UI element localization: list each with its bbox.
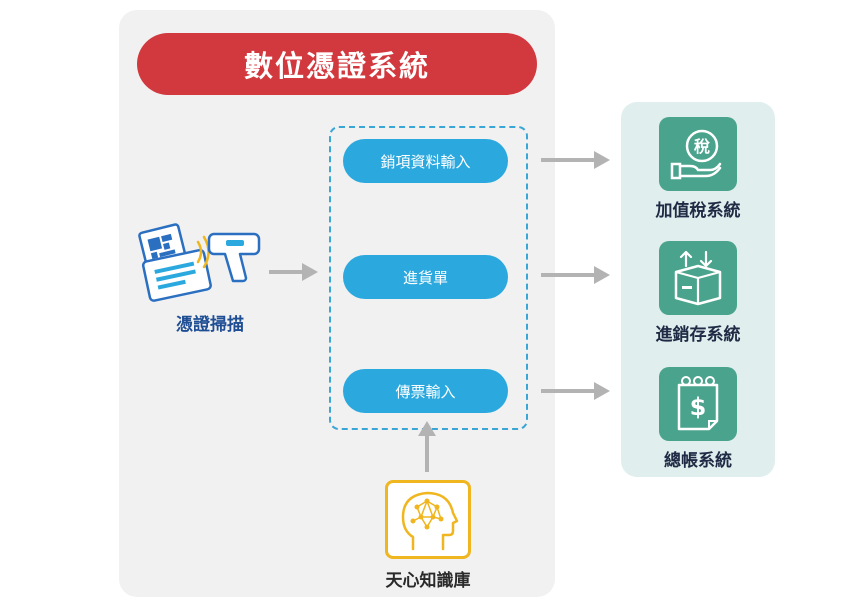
arrow-kb-to-process [425,434,429,472]
document-scanner-icon [134,214,264,306]
page-title: 數位憑證系統 [137,33,537,95]
tax-badge: 稅 [694,137,710,156]
process-item-purchase-order[interactable]: 進貨單 [343,255,508,299]
arrow-sales-to-tax-head [594,151,610,169]
arrow-scan-to-process [269,270,303,274]
arrow-purchase-to-inventory [541,273,595,277]
svg-text:$: $ [690,393,707,421]
arrow-voucher-to-ledger-head [594,382,610,400]
tax-hand-icon: 稅 [659,117,737,191]
system-label-inventory[interactable]: 進銷存系統 [655,325,741,345]
arrow-voucher-to-ledger [541,389,595,393]
brain-head-icon[interactable] [385,480,471,559]
arrow-scan-to-process-head [302,263,318,281]
arrow-sales-to-tax [541,158,595,162]
arrow-kb-to-process-head [418,421,436,436]
process-item-voucher-input[interactable]: 傳票輸入 [343,369,508,413]
inventory-box-icon [659,241,737,315]
process-item-sales-input[interactable]: 銷項資料輸入 [343,139,508,183]
digital-voucher-panel [119,10,555,597]
knowledge-base-label: 天心知識庫 [385,571,471,591]
ledger-dollar-icon: $ [659,367,737,441]
system-label-vat[interactable]: 加值稅系統 [655,201,741,221]
system-label-ledger[interactable]: 總帳系統 [664,451,732,471]
scan-label: 憑證掃描 [176,315,244,335]
arrow-purchase-to-inventory-head [594,266,610,284]
